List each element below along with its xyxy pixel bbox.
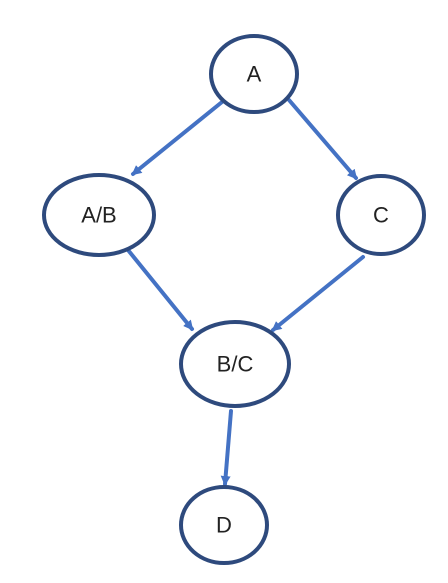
node-a: A — [209, 34, 299, 114]
node-label: D — [216, 513, 232, 538]
node-ab: A/B — [42, 173, 156, 257]
node-d: D — [179, 485, 269, 565]
node-ellipse — [179, 320, 291, 408]
edge-arrow-ab-to-bc — [126, 248, 194, 331]
node-ellipse — [336, 174, 426, 256]
edge-arrow-bc-to-d — [220, 409, 233, 486]
edges — [126, 98, 365, 486]
node-label: A — [247, 62, 262, 87]
edge-arrow-a-to-ab — [131, 100, 224, 176]
node-ellipse — [179, 485, 269, 565]
edge-arrow-a-to-c — [287, 98, 358, 180]
node-label: B/C — [217, 352, 254, 377]
nodes: A A/B C B/C D — [42, 34, 426, 565]
node-ellipse — [209, 34, 299, 114]
node-label: C — [373, 203, 389, 228]
edge-arrow-c-to-bc — [271, 255, 365, 332]
node-ellipse — [42, 173, 156, 257]
node-label: A/B — [81, 203, 116, 228]
node-bc: B/C — [179, 320, 291, 408]
node-c: C — [336, 174, 426, 256]
